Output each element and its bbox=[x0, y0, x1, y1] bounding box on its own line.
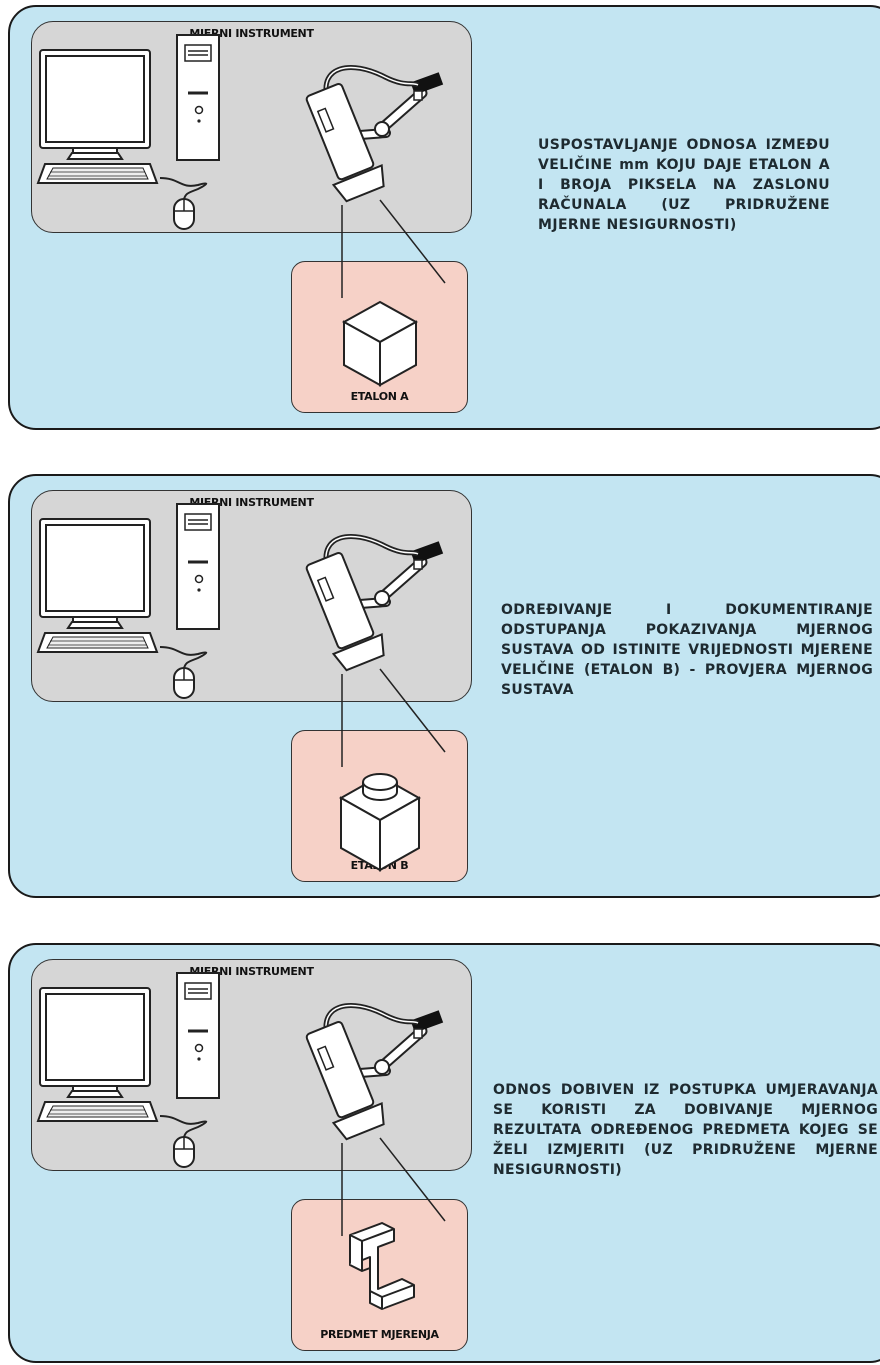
step-description: ODREĐIVANJE I DOKUMENTIRANJE ODSTUPANJA … bbox=[501, 602, 873, 698]
step-panel-2: MJERNI INSTRUMENT ETALON B ODREĐIVANJE I… bbox=[8, 474, 880, 898]
step-panel-3: MJERNI INSTRUMENT PREDMET MJERENJA ODNOS… bbox=[8, 943, 880, 1363]
step-description: USPOSTAVLJANJE ODNOSA IZMEĐU VELIČINE mm… bbox=[538, 137, 830, 233]
camera-on-arm-icon bbox=[299, 1005, 445, 1236]
measuring-instrument-label: MJERNI INSTRUMENT bbox=[189, 496, 314, 509]
cube-with-cylinder-icon bbox=[338, 773, 422, 872]
cube-icon bbox=[341, 300, 419, 387]
object-label: PREDMET MJERENJA bbox=[320, 1328, 439, 1341]
measuring-instrument-label: MJERNI INSTRUMENT bbox=[189, 965, 314, 978]
measurement-setup-illustration bbox=[36, 502, 880, 872]
measurement-setup-illustration bbox=[36, 971, 880, 1310]
object-label: ETALON A bbox=[350, 390, 409, 403]
step-description: ODNOS DOBIVEN IZ POSTUPKA UMJERAVANJA SE… bbox=[493, 1082, 878, 1178]
computer-icon bbox=[36, 971, 221, 1169]
object-box: ETALON A bbox=[291, 261, 468, 413]
step-panel-1: MJERNI INSTRUMENT ETALON A USPOSTAVLJANJ… bbox=[8, 5, 880, 430]
computer-icon bbox=[36, 33, 221, 231]
measuring-instrument-label: MJERNI INSTRUMENT bbox=[189, 27, 314, 40]
computer-icon bbox=[36, 502, 221, 700]
camera-on-arm-icon bbox=[299, 536, 445, 767]
measurement-setup-illustration bbox=[36, 33, 880, 387]
z-shaped-part-icon bbox=[349, 1222, 415, 1310]
camera-on-arm-icon bbox=[299, 67, 445, 298]
